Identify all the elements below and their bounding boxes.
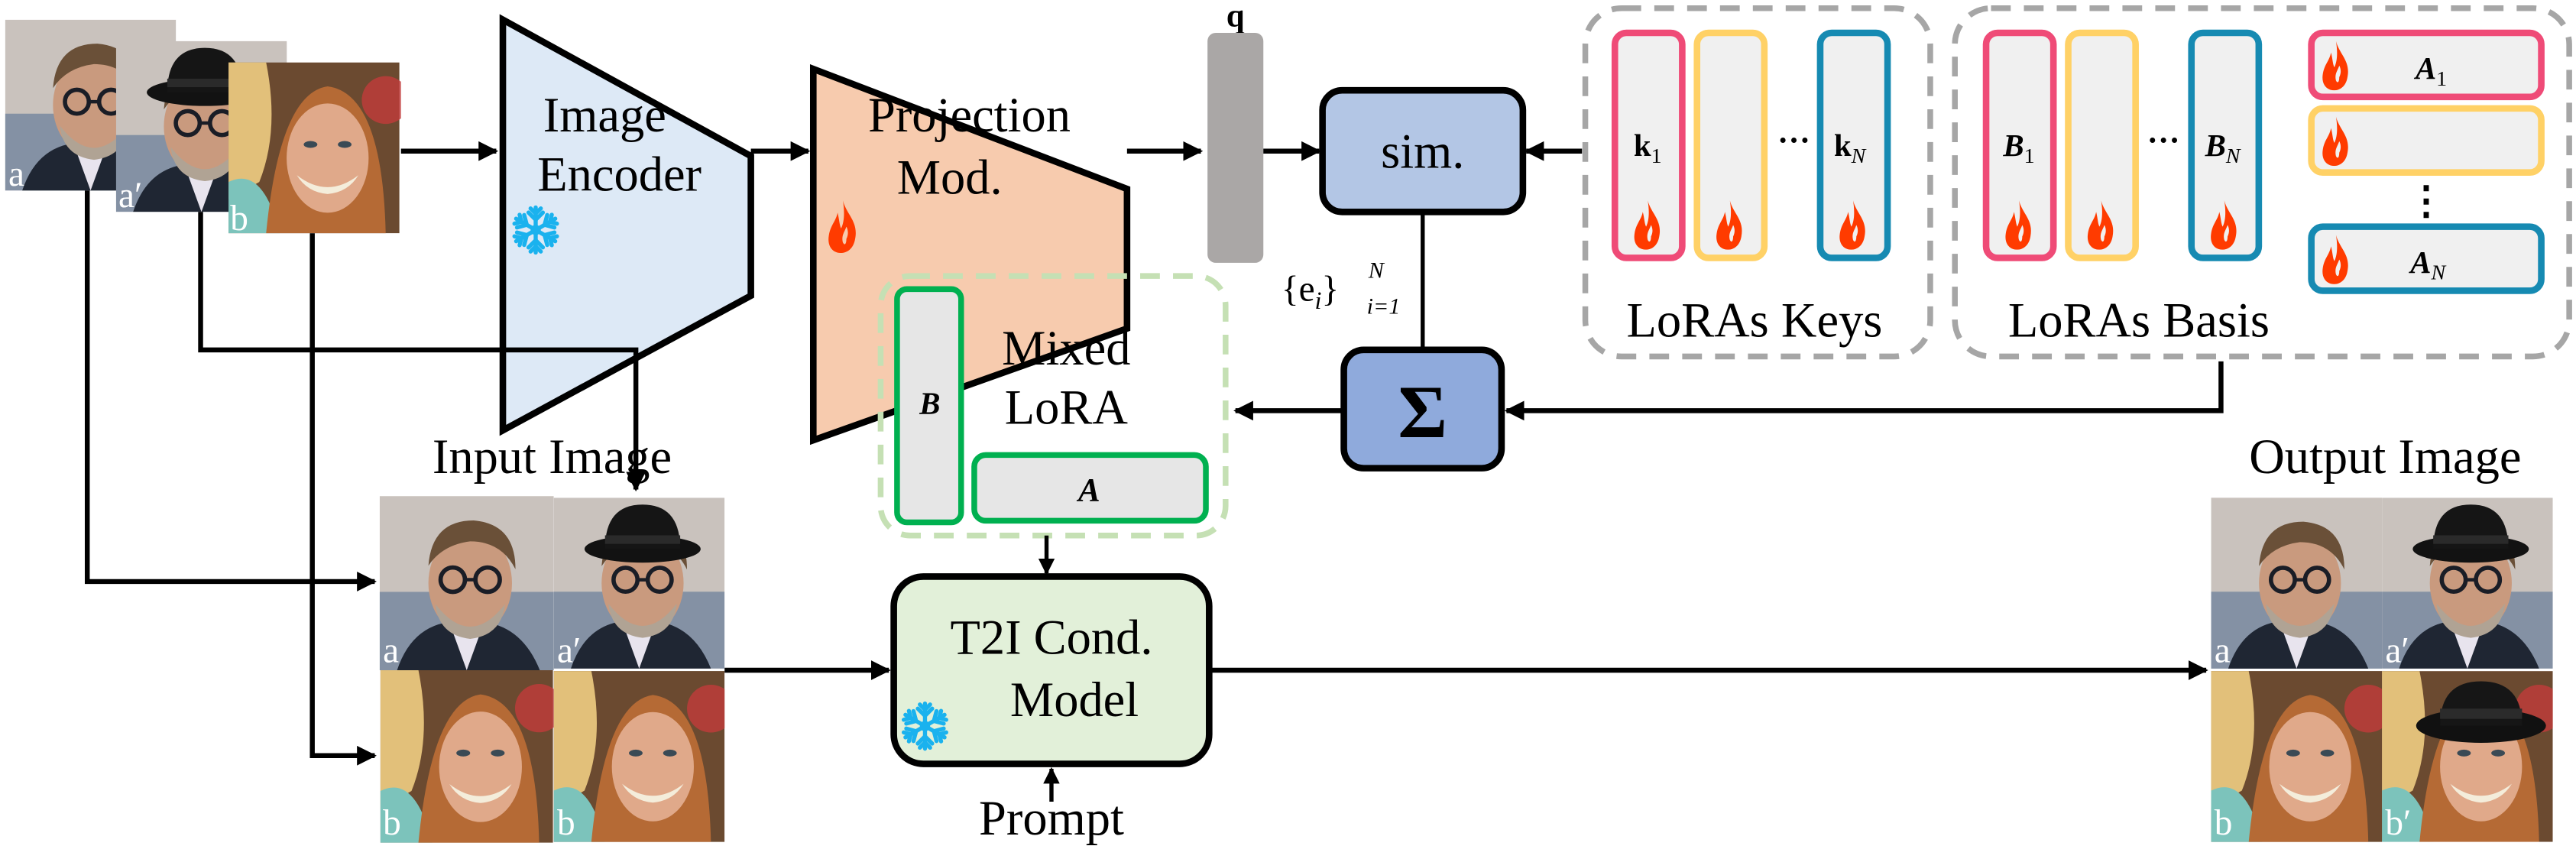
- query-label: q: [1226, 0, 1245, 34]
- input-tile-b-2: b: [553, 671, 725, 843]
- tile-label: b: [230, 199, 248, 238]
- input-image-stack: a a′ b: [5, 20, 401, 238]
- lora-basis-group: B1 ··· BN A1 ⋮ AN LoRAs Basis: [1952, 5, 2572, 360]
- basis-b2: [2065, 29, 2139, 261]
- key-k2: [1693, 29, 1768, 261]
- svg-text:b: b: [557, 803, 575, 843]
- basis-ellipsis: ···: [2147, 123, 2180, 159]
- sum-block: Σ: [1340, 346, 1505, 472]
- projection-module: Projection Mod.: [809, 64, 1131, 446]
- svg-text:a: a: [2215, 630, 2231, 670]
- key-kN: kN: [1816, 29, 1891, 261]
- basis-b1: B1: [1982, 29, 2057, 261]
- svg-text:kN: kN: [1834, 128, 1867, 168]
- basis-a2: [2308, 105, 2545, 176]
- basis-aN: AN: [2308, 223, 2545, 294]
- prompt-label: Prompt: [979, 791, 1124, 845]
- svg-text:a: a: [383, 630, 399, 670]
- output-tile-a: a: [2211, 498, 2383, 670]
- sum-label: Σ: [1398, 371, 1447, 454]
- stack-tile-b: b: [228, 62, 401, 238]
- basis-a1: A1: [2308, 29, 2545, 101]
- tile-label: a: [8, 154, 24, 194]
- lora-basis-title: LoRAs Basis: [2008, 293, 2270, 348]
- mixed-a-label: A: [1076, 473, 1100, 509]
- weights-sup: N: [1368, 257, 1385, 283]
- weights-label: {ei} N i=1: [1282, 257, 1400, 319]
- route-a-prime-to-input-grid: [198, 212, 646, 492]
- weights-close: }: [1322, 269, 1340, 309]
- lora-keys-group: k1 ··· kN LoRAs Keys: [1582, 5, 1933, 360]
- key-k1: k1: [1611, 29, 1686, 261]
- arrow-basis-to-sum: [1504, 361, 2224, 421]
- mixed-lora-line2: LoRA: [1005, 381, 1129, 435]
- output-image-grid: Output Image a a′ b b′: [2211, 429, 2564, 843]
- input-tile-a-prime: a′: [554, 498, 725, 670]
- output-tile-b-prime: b′: [2382, 671, 2563, 843]
- encoder-label-line1: Image: [543, 88, 666, 142]
- weights-open: {e: [1282, 269, 1315, 309]
- image-encoder: Image Encoder: [499, 14, 754, 436]
- encoder-label-line2: Encoder: [537, 147, 702, 201]
- input-tile-b: b: [380, 670, 554, 843]
- lora-keys-title: LoRAs Keys: [1627, 293, 1883, 348]
- stack-tile-a: a: [5, 20, 177, 194]
- input-image-grid: Input Image a a′ b b: [380, 429, 725, 843]
- projection-label-line2: Mod.: [897, 151, 1003, 205]
- weights-range: i=1: [1367, 293, 1401, 319]
- t2i-label-line2: Model: [1010, 673, 1139, 727]
- svg-text:BN: BN: [2205, 128, 2241, 168]
- keys-ellipsis: ···: [1777, 123, 1810, 159]
- svg-text:{ei}: {ei}: [1282, 269, 1339, 314]
- output-tile-b: b: [2211, 671, 2383, 843]
- t2i-cond-model: T2I Cond. Model: [890, 573, 1213, 767]
- svg-text:AN: AN: [2408, 245, 2446, 285]
- svg-text:a′: a′: [557, 630, 581, 670]
- input-tile-a: a: [380, 496, 554, 670]
- svg-text:A1: A1: [2413, 51, 2447, 91]
- t2i-label-line1: T2I Cond.: [950, 611, 1152, 665]
- mixed-b-label: B: [919, 387, 940, 421]
- sim-label: sim.: [1381, 124, 1464, 178]
- svg-text:b: b: [2215, 803, 2233, 843]
- weights-sub: i: [1315, 287, 1322, 314]
- basis-vertical-ellipsis: ⋮: [2406, 179, 2446, 222]
- mixed-lora: B A Mixed LoRA: [877, 273, 1229, 539]
- input-image-title: Input Image: [433, 429, 672, 484]
- svg-text:B1: B1: [2002, 128, 2034, 168]
- stack-tile-a-prime: a′: [116, 41, 287, 216]
- mixed-lora-line1: Mixed: [1002, 321, 1130, 375]
- query-vector: q: [1207, 0, 1264, 263]
- projection-label-line1: Projection: [868, 88, 1071, 142]
- output-image-title: Output Image: [2249, 429, 2521, 484]
- basis-bN: BN: [2188, 29, 2263, 261]
- output-tile-a-prime: a′: [2382, 498, 2553, 670]
- route-a-to-input-grid: [84, 190, 377, 592]
- route-b-to-input-grid: [309, 233, 377, 766]
- similarity-block: sim.: [1319, 86, 1527, 216]
- svg-text:b′: b′: [2385, 803, 2411, 843]
- svg-text:k1: k1: [1634, 128, 1662, 168]
- tile-label: a′: [118, 176, 142, 216]
- svg-text:a′: a′: [2385, 630, 2409, 670]
- svg-text:b: b: [383, 803, 401, 843]
